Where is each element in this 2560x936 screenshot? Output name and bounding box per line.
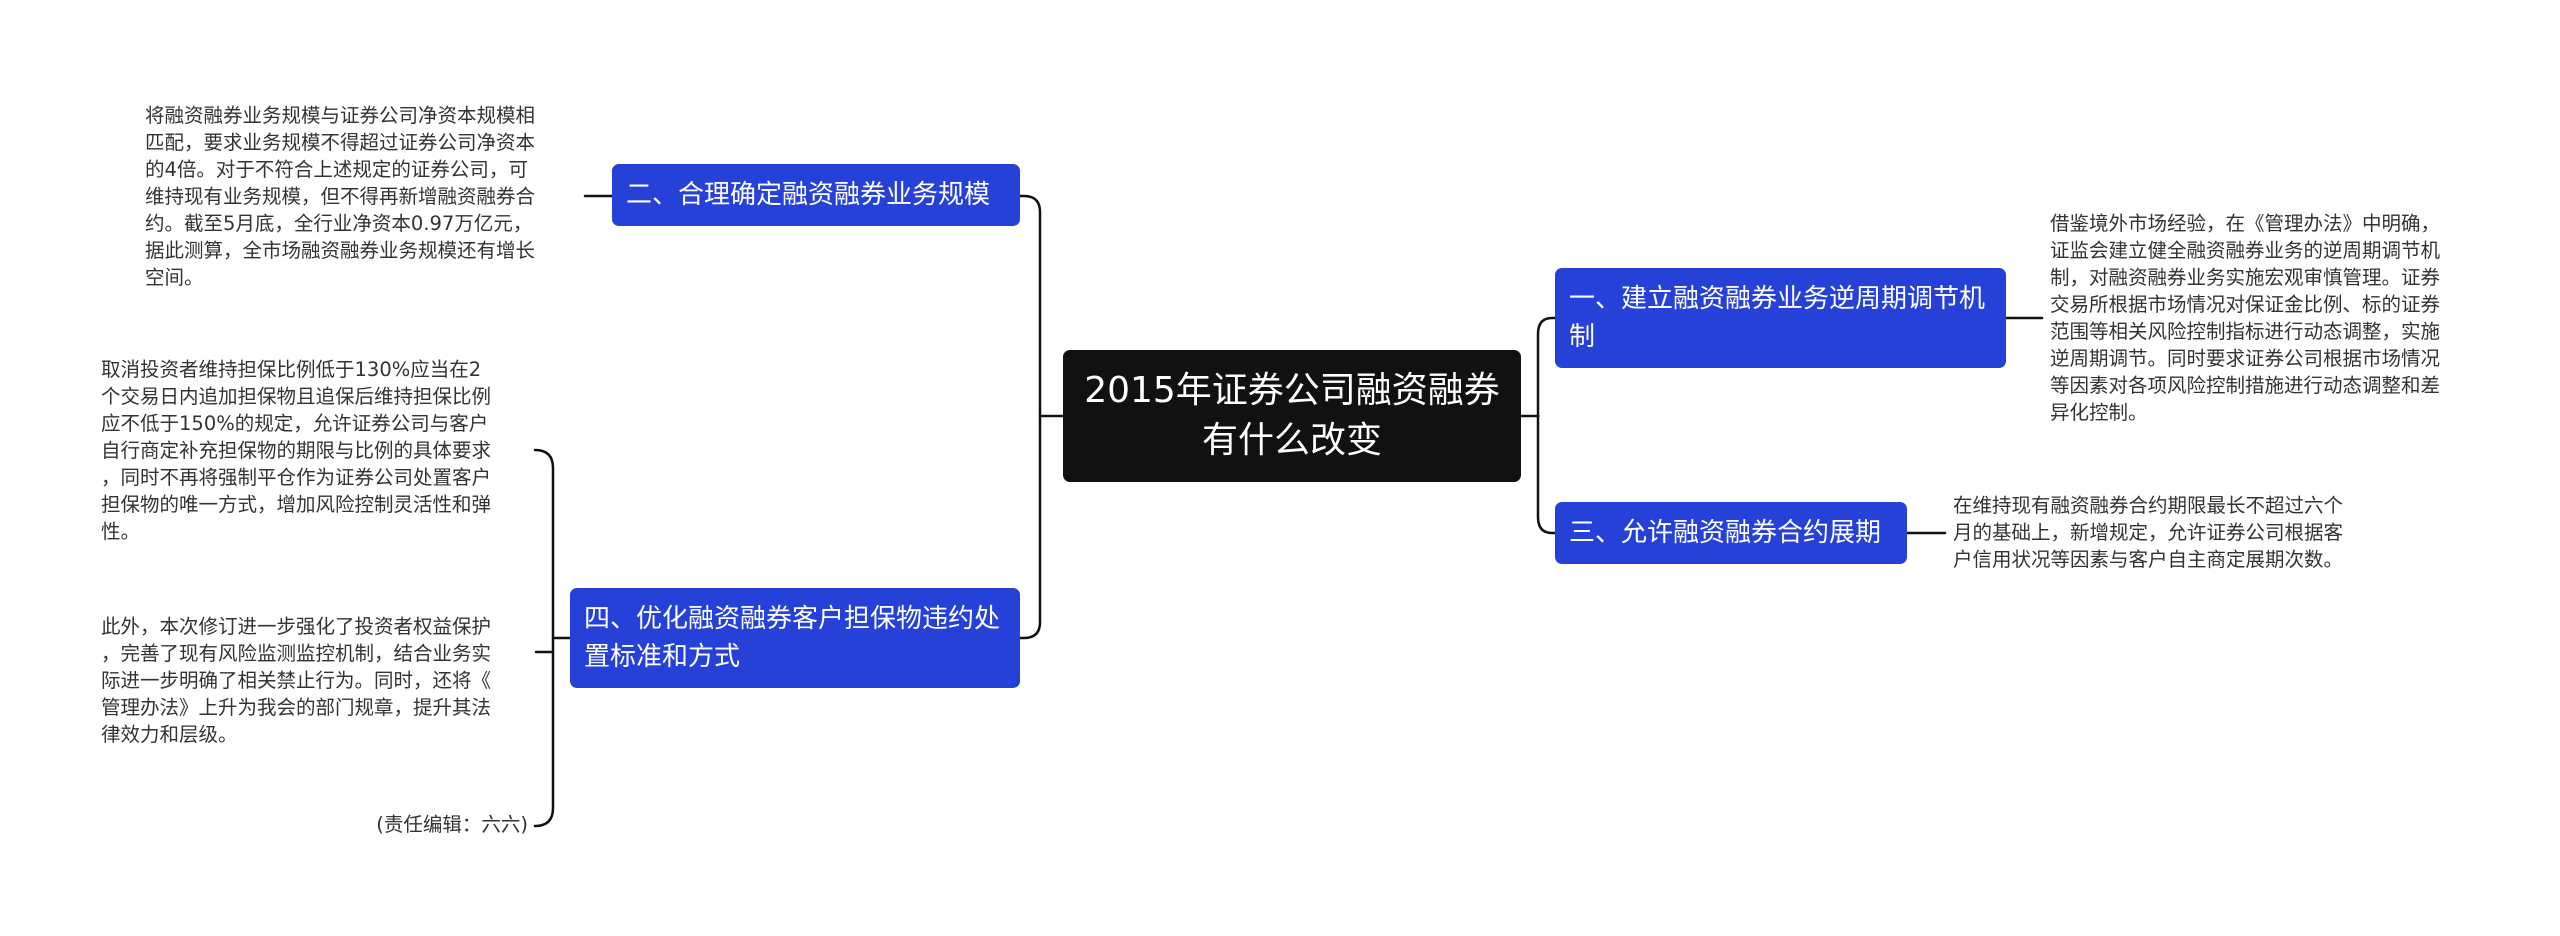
- note-business-scale: 将融资融券业务规模与证券公司净资本规模相 匹配，要求业务规模不得超过证券公司净资…: [145, 104, 536, 289]
- topic-label: 二、合理确定融资融券业务规模: [626, 180, 991, 210]
- topic-countercyclical-adjustment[interactable]: 一、建立融资融券业务逆周期调节机制: [1555, 268, 2006, 368]
- note-editor-credit: (责任编辑：六六): [376, 813, 528, 836]
- note-contract-extension: 在维持现有融资融券合约期限最长不超过六个 月的基础上，新增规定，允许证券公司根据…: [1953, 494, 2344, 571]
- note-collateral-ratio: 取消投资者维持担保比例低于130%应当在2 个交易日内追加担保物且追保后维持担保…: [101, 358, 492, 543]
- root-topic[interactable]: 2015年证券公司融资融券 有什么改变: [1063, 350, 1521, 482]
- note-investor-protection: 此外，本次修订进一步强化了投资者权益保护 ，完善了现有风险监测监控机制，结合业务…: [101, 615, 492, 746]
- topic-contract-extension[interactable]: 三、允许融资融券合约展期: [1555, 502, 1907, 564]
- topic-label: 三、允许融资融券合约展期: [1569, 518, 1882, 548]
- connector-topic-1: [1536, 316, 1557, 418]
- connector-topic-2: [1018, 194, 1042, 418]
- topic-label: 一、建立融资融券业务逆周期调节机制: [1569, 284, 1986, 352]
- root-title: 2015年证券公司融资融券 有什么改变: [1084, 370, 1500, 461]
- connector-topic-4: [1018, 414, 1042, 640]
- bracket-topic-4-notes: [533, 448, 555, 828]
- note-countercyclical-adjustment: 借鉴境外市场经验，在《管理办法》中明确， 证监会建立健全融资融券业务的逆周期调节…: [2050, 212, 2441, 424]
- topic-business-scale[interactable]: 二、合理确定融资融券业务规模: [612, 164, 1020, 226]
- connector-topic-3: [1536, 414, 1557, 535]
- topic-label: 四、优化融资融券客户担保物违约处置标准和方式: [584, 604, 1001, 672]
- topic-collateral-default-handling[interactable]: 四、优化融资融券客户担保物违约处置标准和方式: [570, 588, 1020, 688]
